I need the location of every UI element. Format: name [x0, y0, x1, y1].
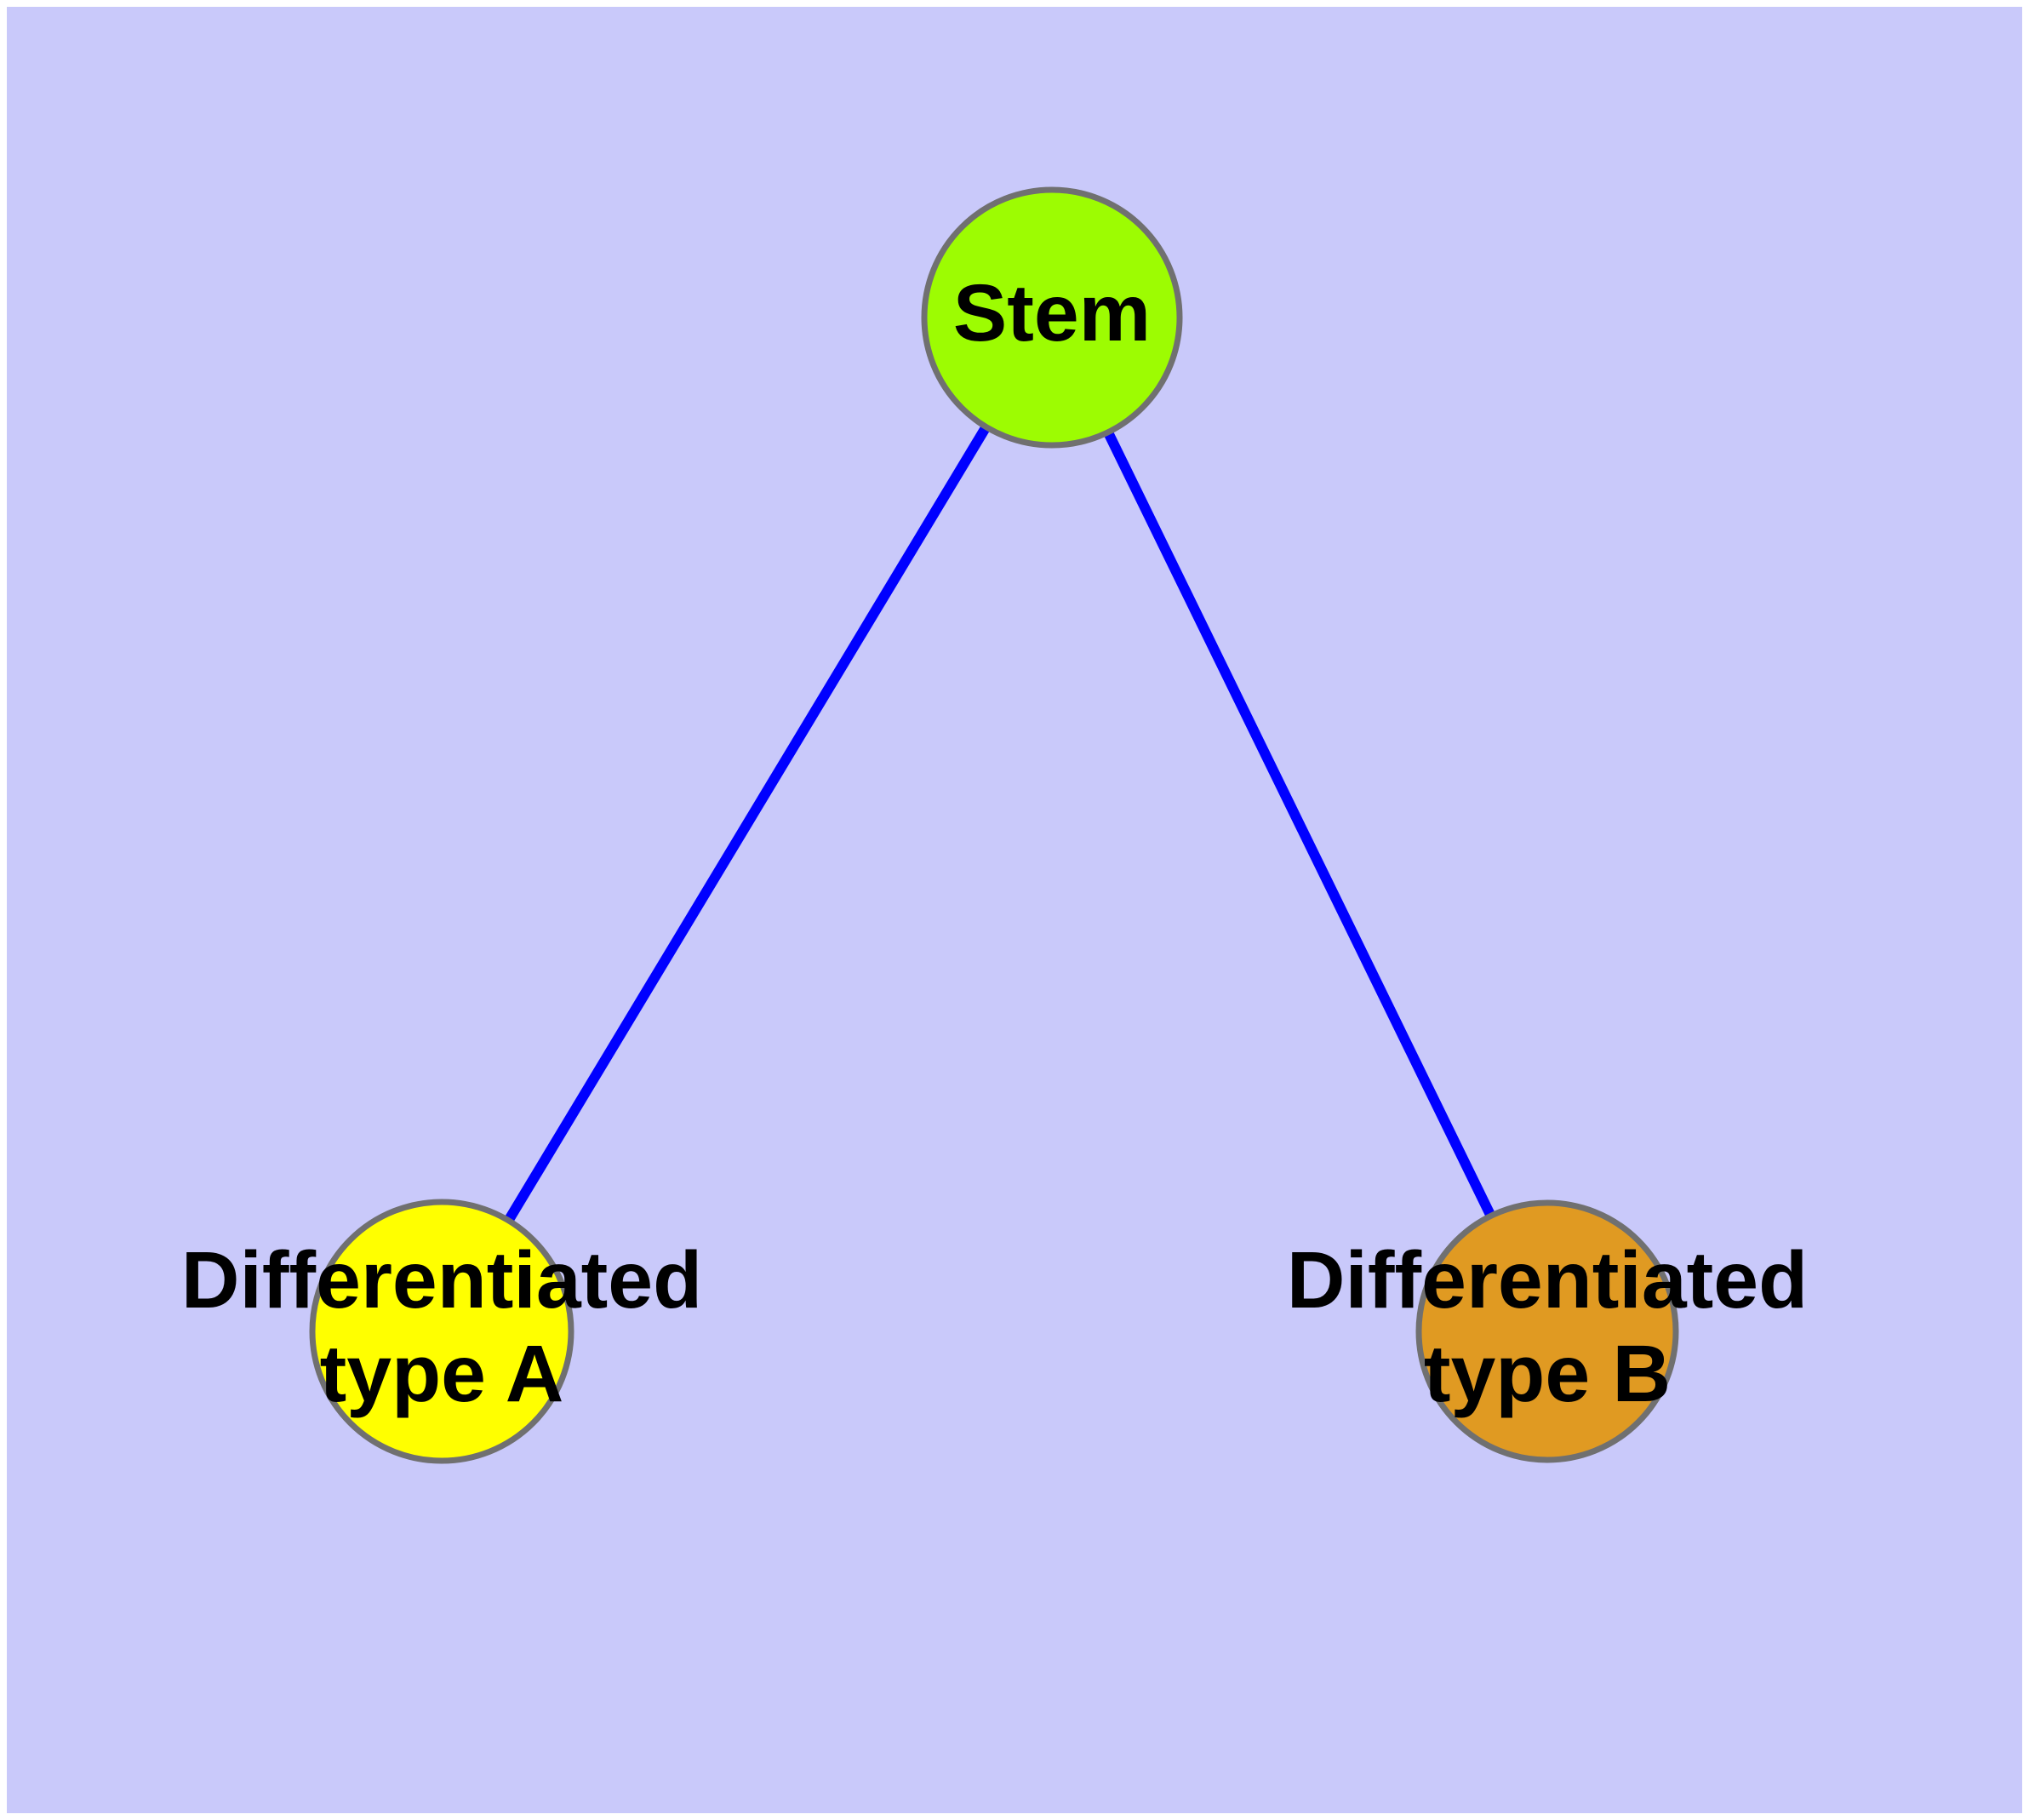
- node-differentiated-type-b[interactable]: [1415, 1199, 1679, 1463]
- node-differentiated-type-a-circle[interactable]: [309, 1199, 574, 1464]
- node-differentiated-type-a-label-line2: type A: [320, 1329, 564, 1419]
- edge-stem-to-differentiated-type-a[interactable]: [437, 314, 1057, 1335]
- node-differentiated-type-b-label-line2: type B: [1424, 1329, 1671, 1419]
- node-differentiated-type-a[interactable]: [309, 1199, 574, 1464]
- node-differentiated-type-a-label-line1: Differentiated: [181, 1235, 702, 1325]
- node-stem[interactable]: [921, 186, 1183, 449]
- edges-layer: [437, 314, 1552, 1335]
- node-stem-label: Stem: [953, 268, 1151, 358]
- node-differentiated-type-b-circle[interactable]: [1415, 1199, 1679, 1463]
- edge-stem-to-differentiated-type-b[interactable]: [1047, 315, 1552, 1334]
- node-stem-circle[interactable]: [921, 186, 1183, 449]
- labels-layer: Stem Differentiated type A Differentiate…: [181, 268, 1808, 1419]
- nodes-layer: [309, 186, 1679, 1464]
- node-differentiated-type-b-label-line1: Differentiated: [1287, 1235, 1808, 1325]
